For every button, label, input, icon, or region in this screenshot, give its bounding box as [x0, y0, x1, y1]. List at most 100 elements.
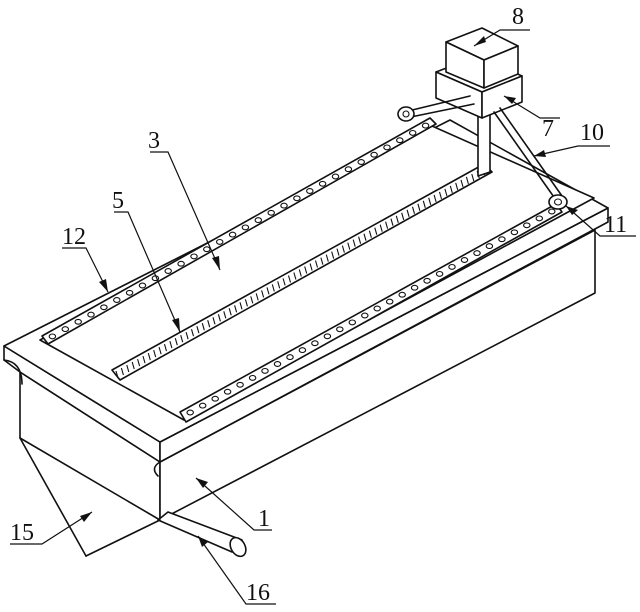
right-lip	[153, 461, 161, 477]
drive-linkage	[397, 95, 568, 210]
label-15: 15	[10, 520, 34, 546]
label-5: 5	[112, 188, 124, 214]
roller-icon	[385, 298, 394, 305]
roller-icon	[535, 215, 544, 222]
motor-post	[477, 109, 491, 177]
rail-tooth	[115, 370, 119, 379]
roller-icon	[423, 277, 431, 284]
roller-icon	[311, 340, 319, 347]
roller-icon	[186, 409, 194, 416]
roller-icon	[460, 257, 469, 263]
rail-tooth	[304, 266, 308, 274]
rail-tooth	[320, 257, 324, 265]
upper-box-side	[483, 45, 519, 89]
outlet-pipe	[157, 511, 247, 558]
roller-icon	[293, 195, 301, 202]
rail-tooth	[374, 227, 378, 235]
rail-tooth	[120, 367, 124, 376]
roller-icon	[286, 354, 294, 361]
rail-tooth	[190, 329, 195, 337]
label-16: 16	[246, 580, 270, 606]
rail-tooth	[438, 191, 443, 200]
rail-tooth	[142, 355, 146, 364]
roller-icon	[498, 236, 506, 243]
rail-tooth	[341, 245, 345, 253]
roller-icon	[435, 270, 444, 277]
rail-tooth	[411, 206, 416, 214]
roller-icon	[248, 374, 257, 381]
rail-tooth	[422, 200, 426, 208]
rail-tooth	[465, 176, 469, 185]
roller-icon	[348, 319, 357, 326]
rail-tooth	[153, 349, 157, 358]
roller-icon	[298, 347, 307, 354]
rail-tooth	[460, 179, 464, 188]
rail-tooth	[395, 215, 399, 223]
rail-tooth	[212, 317, 216, 325]
rail-tooth	[347, 242, 351, 250]
rail-tooth	[250, 296, 254, 304]
rail-tooth	[282, 278, 286, 286]
support-lines	[19, 437, 161, 557]
left-lip	[3, 359, 23, 385]
roller-icon	[523, 222, 531, 229]
rail-tooth	[455, 182, 459, 191]
roller-icon	[336, 326, 344, 333]
rail-tooth	[417, 203, 421, 211]
rear-rollers	[48, 122, 430, 340]
roller-icon	[164, 268, 172, 274]
rail-tooth	[163, 343, 168, 352]
roller-icon	[254, 217, 263, 224]
rail-tooth	[244, 299, 248, 307]
roller-icon	[215, 238, 224, 245]
rail-tooth	[363, 233, 367, 241]
rail-tooth	[158, 346, 162, 355]
rail-tooth	[293, 272, 297, 280]
rail-tooth	[352, 239, 356, 247]
roller-icon	[228, 231, 237, 238]
label-7: 7	[542, 116, 554, 142]
roller-icon	[273, 361, 282, 367]
rail-tooth	[207, 320, 211, 328]
rail-tooth	[298, 269, 302, 277]
roller-icon	[280, 202, 288, 209]
rail-tooth	[471, 173, 475, 182]
roller-icon	[203, 246, 211, 253]
rail-tooth	[126, 364, 130, 373]
roller-icon	[306, 188, 314, 194]
rail-tooth	[180, 335, 184, 343]
roller-icon	[211, 395, 219, 402]
label-8: 8	[512, 4, 524, 30]
label-3: 3	[148, 128, 160, 154]
rail-tooth	[428, 197, 432, 205]
rail-tooth	[401, 212, 405, 220]
roller-icon	[323, 333, 332, 340]
rail-tooth	[223, 311, 227, 319]
roller-icon	[87, 311, 95, 318]
front-wheel	[548, 194, 568, 210]
roller-icon	[223, 388, 232, 395]
roller-icon	[100, 304, 108, 311]
rail-tooth	[358, 236, 362, 244]
rail-tooth	[336, 248, 340, 256]
rail-tooth	[385, 221, 389, 229]
roller-icon	[396, 137, 404, 144]
rail-tooth	[239, 302, 243, 310]
roller-icon	[177, 260, 185, 267]
label-1: 1	[258, 506, 270, 532]
roller-icon	[241, 224, 250, 231]
roller-icon	[267, 209, 275, 216]
roller-icon	[448, 263, 456, 270]
roller-icon	[138, 282, 147, 289]
rail-tooth	[368, 230, 372, 238]
roller-icon	[510, 229, 519, 236]
roller-icon	[125, 289, 134, 296]
roller-icon	[344, 166, 353, 173]
label-12: 12	[62, 224, 86, 250]
front-rollers	[186, 208, 556, 416]
roller-icon	[410, 284, 419, 291]
center-rail	[111, 163, 493, 381]
roller-icon	[48, 333, 57, 340]
rail-tooth	[277, 281, 281, 289]
